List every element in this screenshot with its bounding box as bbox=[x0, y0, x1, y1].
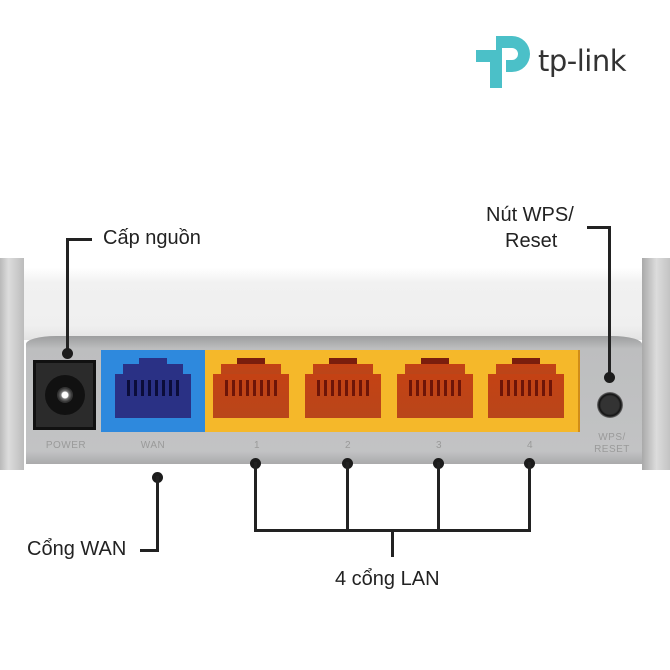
callout-line-wan-h bbox=[140, 549, 159, 552]
port-label-wan: WAN bbox=[140, 440, 166, 451]
callout-line-lan-stem bbox=[391, 529, 394, 557]
port-label-wps-reset: WPS/ RESET bbox=[594, 432, 630, 455]
callout-line-power bbox=[66, 238, 69, 356]
callout-line-wan bbox=[156, 476, 159, 552]
callout-line-lan2 bbox=[346, 462, 349, 532]
wan-port[interactable] bbox=[101, 350, 205, 432]
callout-label-lan: 4 cổng LAN bbox=[335, 568, 440, 590]
callout-label-wps-line2: Reset bbox=[505, 230, 558, 252]
lan-ports-block bbox=[205, 350, 580, 432]
power-jack[interactable] bbox=[33, 360, 96, 430]
port-label-lan3: 3 bbox=[435, 440, 443, 451]
lan-port-3[interactable] bbox=[393, 358, 477, 418]
tp-link-logo-icon bbox=[476, 36, 530, 88]
wps-reset-button[interactable] bbox=[597, 392, 623, 418]
port-label-lan1: 1 bbox=[253, 440, 261, 451]
callout-line-lan1 bbox=[254, 462, 257, 532]
callout-line-power-h bbox=[66, 238, 92, 241]
callout-label-power: Cấp nguồn bbox=[103, 227, 201, 249]
callout-line-lan4 bbox=[528, 462, 531, 532]
callout-line-wps bbox=[608, 226, 611, 376]
callout-line-lan3 bbox=[437, 462, 440, 532]
lan-port-1[interactable] bbox=[209, 358, 293, 418]
lan-port-2[interactable] bbox=[301, 358, 385, 418]
router-top-shell bbox=[24, 268, 642, 340]
antenna-right bbox=[642, 258, 670, 470]
callout-dot-power bbox=[62, 348, 73, 359]
port-label-power: POWER bbox=[45, 440, 87, 451]
callout-dot-wps bbox=[604, 372, 615, 383]
tp-link-logo bbox=[474, 28, 644, 88]
lan-port-4[interactable] bbox=[484, 358, 568, 418]
antenna-left bbox=[0, 258, 24, 470]
port-label-lan4: 4 bbox=[526, 440, 534, 451]
callout-label-wps-line1: Nút WPS/ bbox=[486, 204, 574, 226]
port-label-lan2: 2 bbox=[344, 440, 352, 451]
logo-wordmark: tp-link bbox=[538, 44, 627, 78]
callout-label-wan: Cổng WAN bbox=[27, 538, 127, 560]
callout-line-wps-h bbox=[587, 226, 611, 229]
